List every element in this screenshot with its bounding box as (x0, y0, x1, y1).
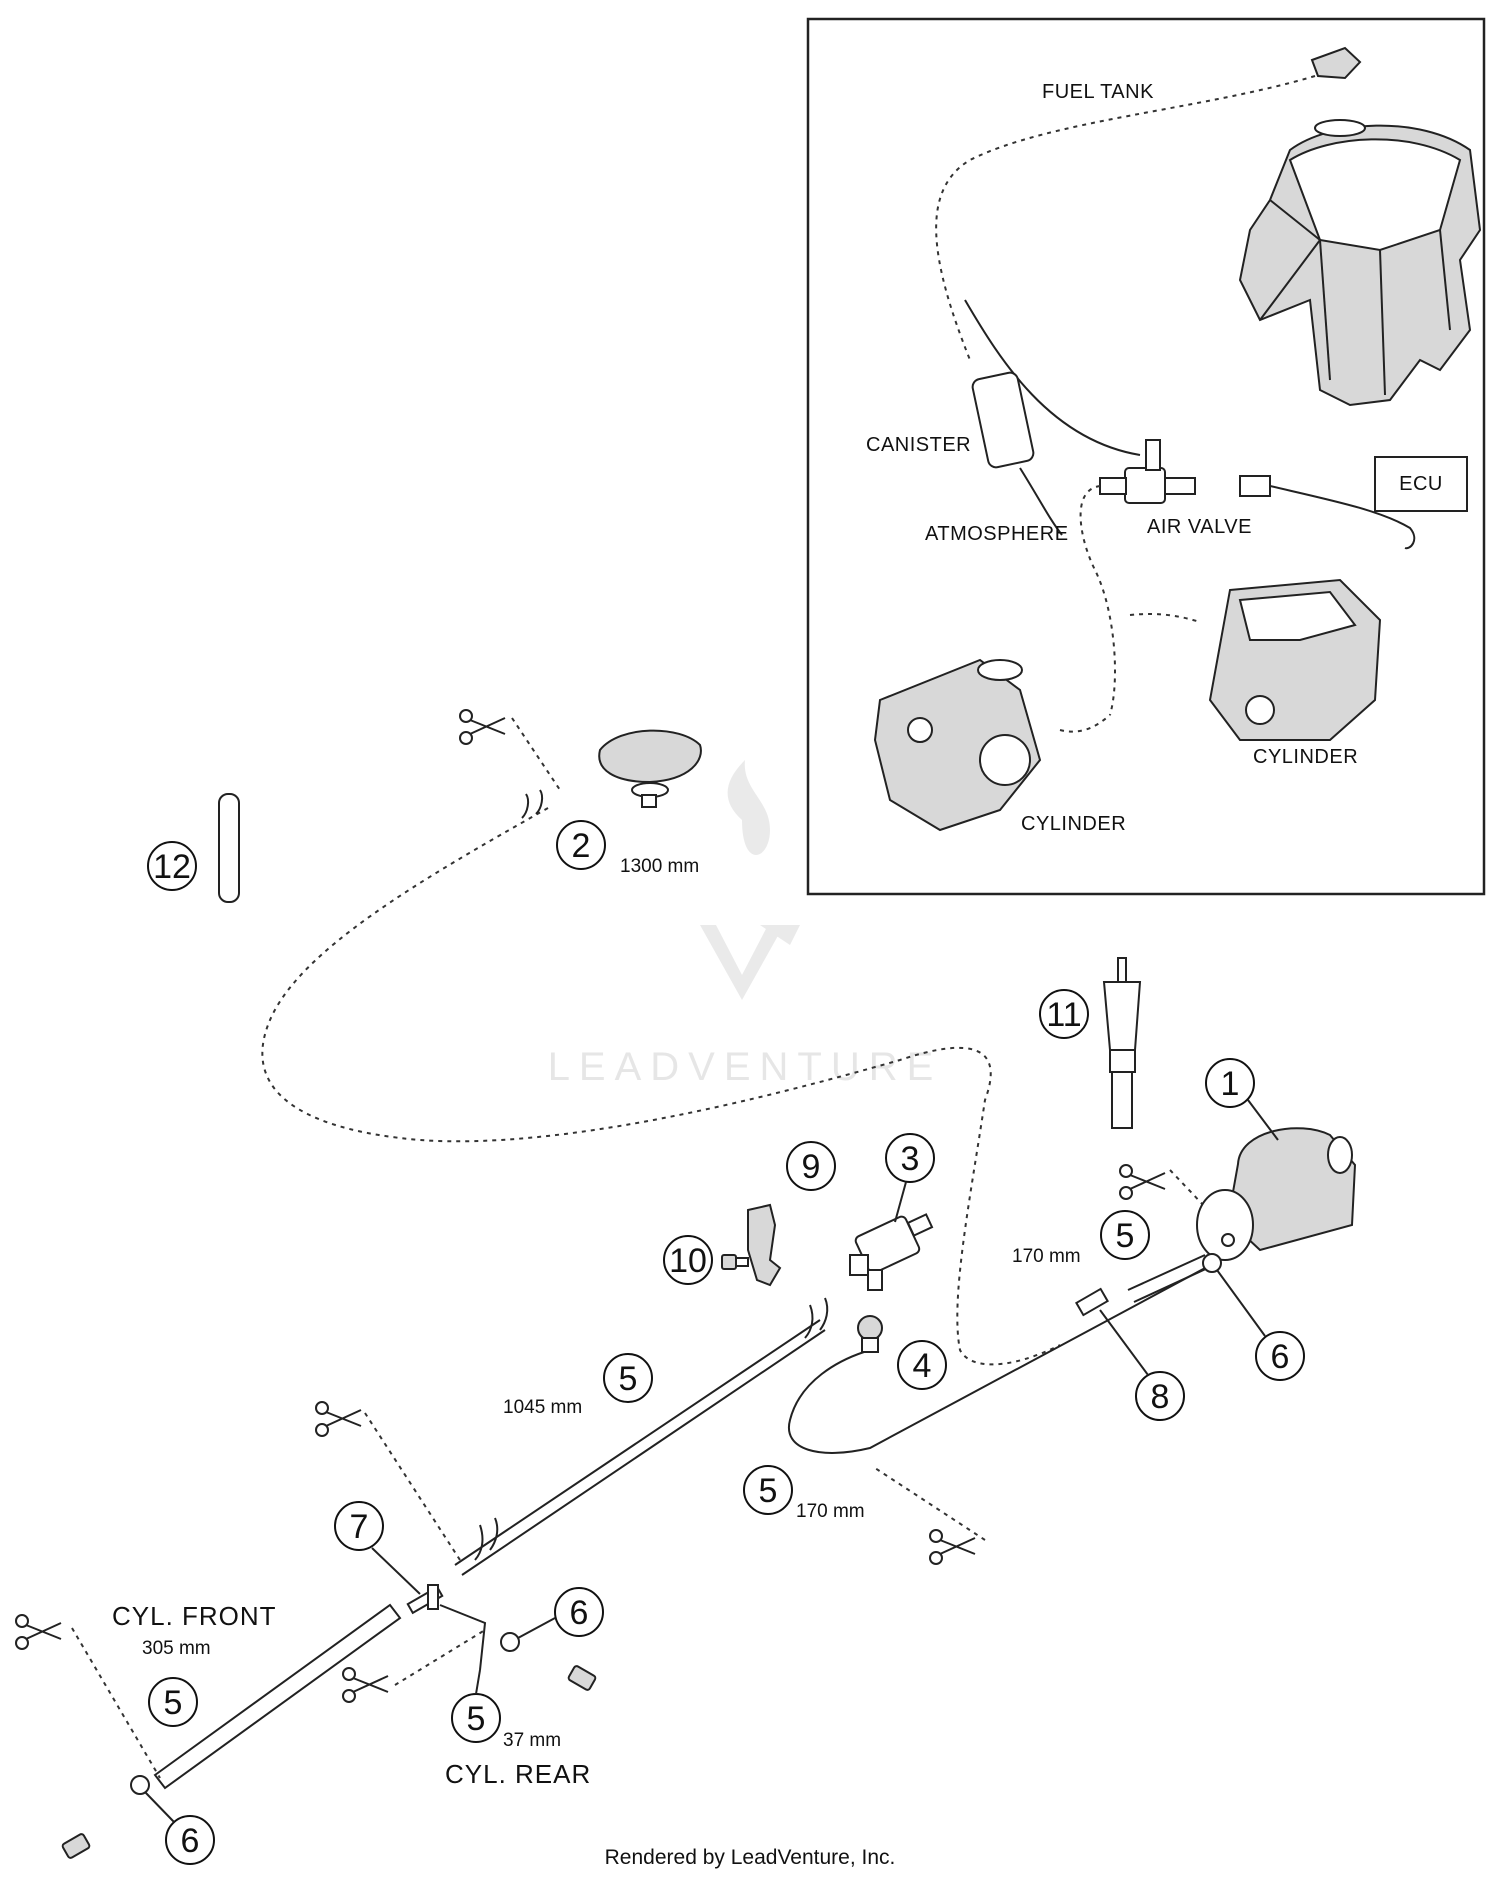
nipple-fitting-rear (567, 1665, 597, 1691)
svg-text:11: 11 (1046, 996, 1081, 1034)
system-overview-inset: ECU FUEL TANK CANISTER ATMOSPHERE AIR VA… (806, 17, 1486, 896)
callout-6-rear: 6 (517, 1587, 604, 1639)
ecu-label: ECU (1399, 473, 1443, 495)
cylinder-right-illustration (1129, 578, 1382, 741)
scissors-icon (1119, 1164, 1166, 1200)
svg-text:9: 9 (802, 1148, 821, 1186)
svg-text:2: 2 (572, 827, 591, 865)
ecu-box (1374, 456, 1468, 512)
svg-text:10: 10 (669, 1242, 707, 1280)
svg-text:5: 5 (1116, 1217, 1135, 1255)
callout-1: 1 (1205, 1058, 1279, 1141)
canister-label: CANISTER (866, 434, 971, 456)
svg-text:6: 6 (570, 1594, 589, 1632)
svg-text:6: 6 (181, 1822, 200, 1860)
clamp-part-6-right (1202, 1253, 1222, 1273)
rollover-valve-part-2 (598, 729, 702, 808)
length-label-part-5-right: 170 mm (1012, 1246, 1081, 1267)
callout-7: 7 (334, 1501, 421, 1595)
strap-part-12 (218, 793, 240, 903)
length-label-part-2: 1300 mm (620, 856, 699, 877)
canister-part-1 (1196, 1127, 1357, 1261)
reducer-part-8 (1075, 1287, 1109, 1317)
hose-part-5-right (1127, 1254, 1211, 1303)
svg-text:3: 3 (901, 1140, 920, 1178)
scissors-icon (929, 1529, 976, 1565)
callout-5-front: 5 (148, 1677, 198, 1727)
callout-9: 9 (786, 1141, 836, 1191)
clamp-part-6-front (130, 1775, 150, 1795)
scissors-icon (342, 1667, 389, 1703)
clamp-part-6-rear (500, 1632, 520, 1652)
callout-12: 12 (147, 841, 197, 891)
hose-part-5-mid (454, 1319, 826, 1576)
cylinder-left-label: CYLINDER (1021, 813, 1126, 835)
scissors-icon (315, 1401, 362, 1437)
callout-8: 8 (1099, 1309, 1185, 1421)
inset-frame (806, 17, 1486, 896)
callout-5-right: 5 (1100, 1210, 1150, 1260)
callout-5-bottom: 5 (743, 1465, 793, 1515)
cylinder-right-label: CYLINDER (1253, 746, 1358, 768)
atmosphere-label: ATMOSPHERE (925, 523, 1069, 545)
length-label-part-5-mid: 1045 mm (503, 1397, 582, 1418)
callout-10: 10 (663, 1235, 713, 1285)
leadventure-watermark: LEADVENTURE (548, 760, 943, 1089)
callout-6-right: 6 (1216, 1269, 1305, 1381)
length-label-part-5-bottom: 170 mm (796, 1501, 865, 1522)
scissors-icon (15, 1614, 62, 1650)
air-valve-illustration (1079, 439, 1416, 716)
air-valve-label: AIR VALVE (1147, 516, 1252, 538)
callout-2: 2 (556, 820, 606, 870)
callout-11: 11 (1039, 989, 1089, 1039)
svg-text:5: 5 (164, 1684, 183, 1722)
bracket-part-9 (747, 1203, 782, 1287)
hose-part-5-rear (439, 1604, 487, 1671)
length-label-part-5-front: 305 mm (142, 1638, 211, 1659)
callout-5-mid: 5 (603, 1353, 653, 1403)
fuel-tank-label: FUEL TANK (1042, 81, 1154, 103)
svg-text:12: 12 (153, 848, 191, 886)
fuel-tank-illustration (1238, 46, 1482, 407)
callout-6-front: 6 (144, 1791, 215, 1865)
svg-text:4: 4 (913, 1347, 932, 1385)
svg-text:7: 7 (350, 1508, 369, 1546)
svg-text:6: 6 (1271, 1338, 1290, 1376)
cyl-rear-label: CYL. REAR (445, 1759, 591, 1789)
cyl-front-label: CYL. FRONT (112, 1601, 277, 1631)
hose-part-5-front (153, 1603, 402, 1790)
svg-text:5: 5 (759, 1472, 778, 1510)
cylinder-left-illustration (873, 658, 1111, 832)
canister-illustration (971, 371, 1063, 536)
connector-part-4 (787, 1259, 1221, 1454)
nipple-fitting-front (61, 1833, 91, 1859)
svg-text:1: 1 (1221, 1065, 1240, 1103)
t-piece-part-7 (406, 1584, 444, 1615)
svg-text:8: 8 (1151, 1378, 1170, 1416)
hose-part-2 (261, 807, 1061, 1366)
svg-text:5: 5 (619, 1360, 638, 1398)
watermark-text: LEADVENTURE (548, 1045, 943, 1089)
scissors-icon (459, 709, 506, 745)
svg-text:5: 5 (467, 1700, 486, 1738)
callout-3: 3 (885, 1133, 935, 1223)
footer-credit: Rendered by LeadVenture, Inc. (605, 1846, 896, 1869)
callout-4: 4 (897, 1340, 947, 1390)
hose-fitting-part-11 (1102, 957, 1142, 1129)
air-valve-part-3 (849, 1213, 934, 1291)
length-label-part-5-rear: 37 mm (503, 1730, 561, 1751)
screw-part-10 (721, 1254, 749, 1270)
callout-5-rear: 5 (451, 1669, 501, 1743)
